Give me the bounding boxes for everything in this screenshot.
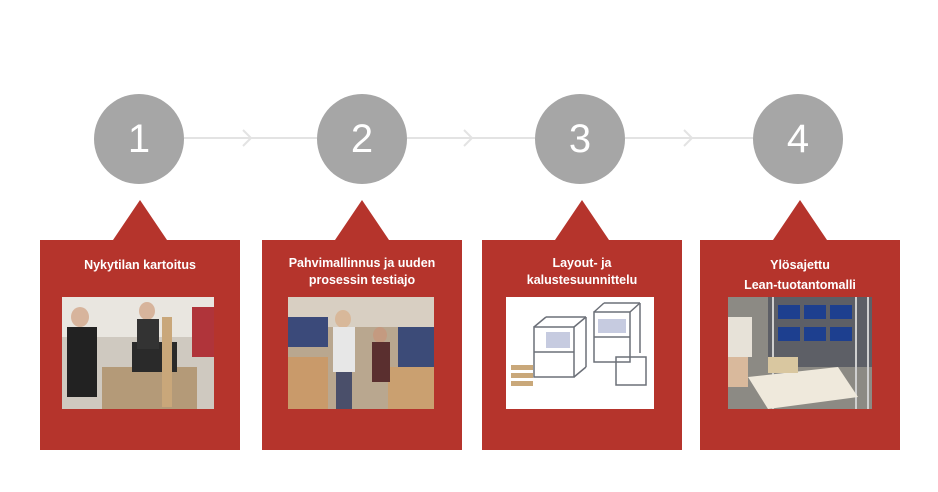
step-4-title-line-1: Ylösajettu [770,258,830,272]
chevron-right-icon [463,129,474,147]
step-3-number: 3 [535,94,625,184]
step-1-card: Nykytilan kartoitus [40,199,240,451]
step-4-card: Ylösajettu Lean-tuotantomalli [700,199,900,451]
step-1-photo [62,297,214,409]
step-4-number: 4 [753,94,843,184]
step-4-photo [728,297,872,409]
step-3-card: Layout- ja kalustesuunnittelu [482,199,682,451]
chevron-right-icon [242,129,253,147]
step-1-number: 1 [94,94,184,184]
step-2-title-line-2: prosessin testiajo [308,273,416,287]
step-2-number: 2 [317,94,407,184]
step-2-card: Pahvimallinnus ja uuden prosessin testia… [262,199,462,451]
step-3-photo [506,297,654,409]
chevron-right-icon [683,129,694,147]
step-2-photo [288,297,434,409]
step-1-title: Nykytilan kartoitus [84,258,196,272]
step-2-title-line-1: Pahvimallinnus ja uuden [288,256,436,270]
step-3-title-line-1: Layout- ja [552,256,612,270]
step-4-title-line-2: Lean-tuotantomalli [744,278,856,292]
step-3-title-line-2: kalustesuunnittelu [526,273,638,287]
connector-3-4 [625,137,753,139]
